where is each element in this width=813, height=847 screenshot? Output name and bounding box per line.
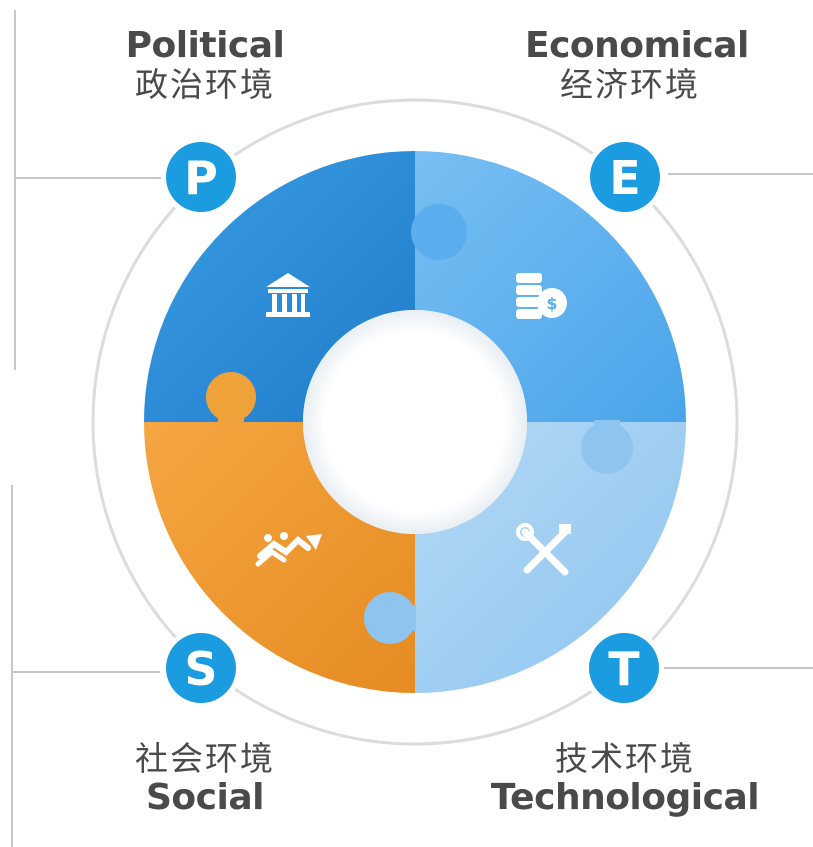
coins-icon: $ — [516, 273, 567, 319]
political-title-en: Political — [125, 25, 285, 66]
economical-label: Economical 经济环境 — [525, 25, 749, 104]
handshake-growth-icon — [255, 532, 322, 567]
political-badge[interactable]: P — [161, 137, 241, 217]
political-title-zh: 政治环境 — [135, 65, 275, 104]
technological-badge[interactable]: T — [584, 628, 664, 708]
technological-title-en: Technological — [490, 777, 760, 818]
political-label: Political 政治环境 — [105, 26, 305, 104]
social-title-en: Social — [146, 777, 264, 818]
economical-letter: E — [609, 151, 640, 205]
outer-ring — [91, 98, 739, 746]
social-badge[interactable]: S — [161, 628, 241, 708]
technological-letter: T — [608, 642, 640, 696]
economical-title-en: Economical — [525, 25, 749, 66]
political-letter: P — [184, 151, 218, 205]
social-label: 社会环境 Social — [110, 740, 300, 818]
technological-label: 技术环境 Technological — [470, 740, 780, 818]
center-hole — [303, 310, 527, 534]
government-building-icon — [266, 273, 310, 317]
economical-title-zh: 经济环境 — [560, 65, 700, 104]
technological-title-zh: 技术环境 — [555, 739, 695, 778]
social-title-zh: 社会环境 — [135, 739, 275, 778]
economical-badge[interactable]: E — [585, 137, 665, 217]
svg-text:$: $ — [546, 294, 557, 313]
connector-lines — [11, 10, 813, 847]
social-letter: S — [184, 642, 217, 696]
tools-icon — [516, 523, 571, 576]
